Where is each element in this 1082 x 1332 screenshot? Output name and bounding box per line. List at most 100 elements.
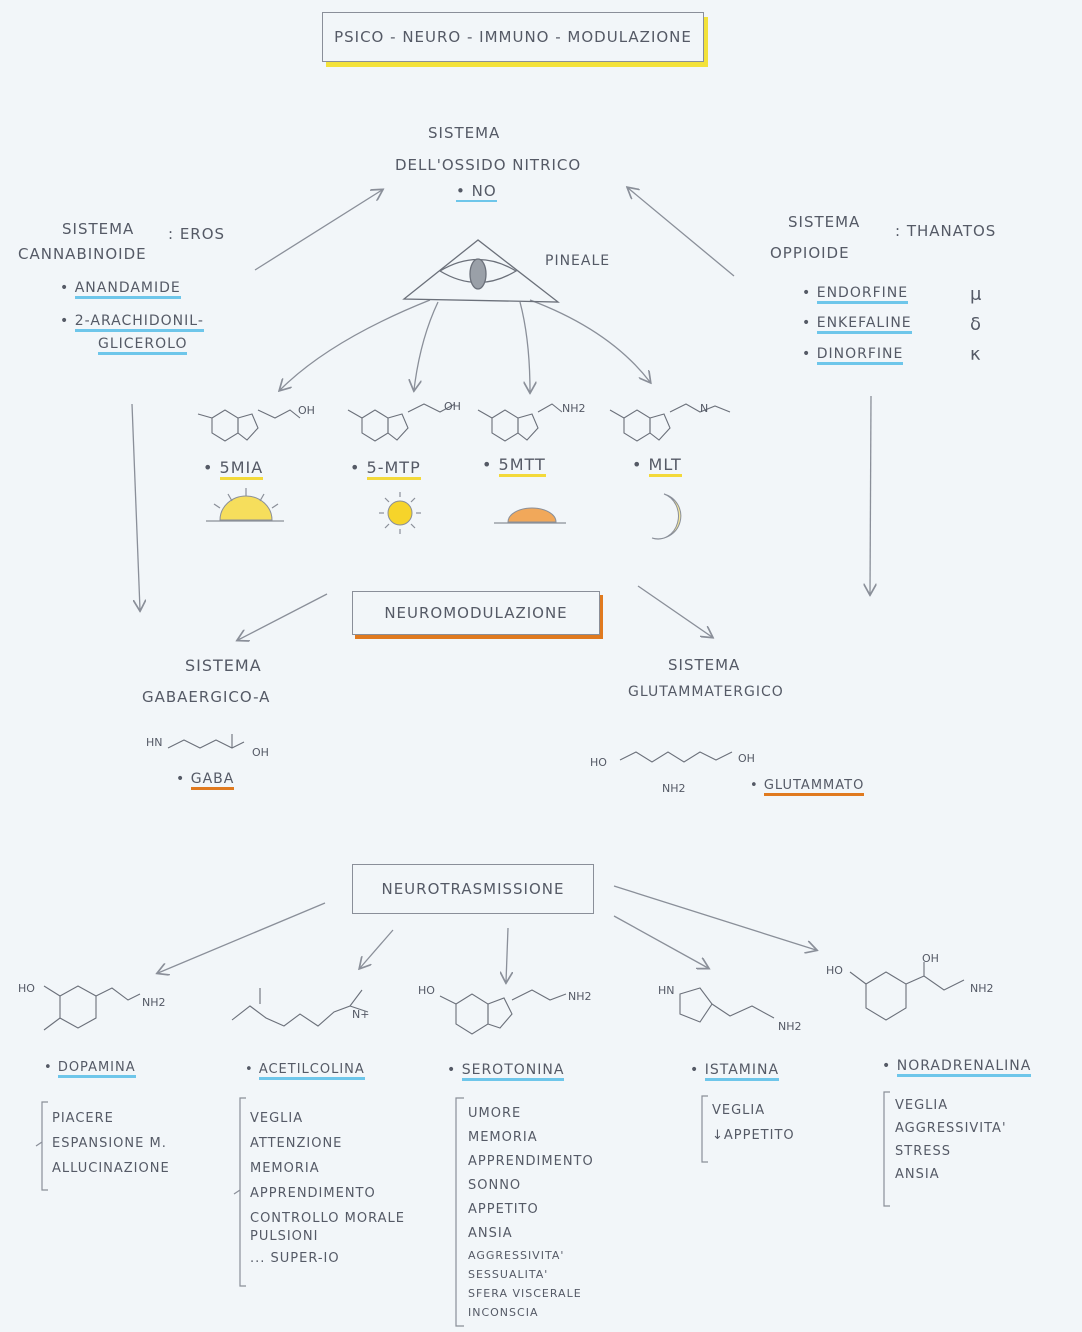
effect-item: VEGLIA xyxy=(895,1098,949,1113)
mol-ho-dopa: HO xyxy=(18,982,35,995)
dinorfine-label: DINORFINE xyxy=(816,346,904,365)
mol-ho-glut: HO xyxy=(590,756,607,769)
istamina-bracket xyxy=(701,1095,708,1163)
mol-nh2-glut: NH2 xyxy=(662,782,686,795)
endorfine-label: ENDORFINE xyxy=(816,285,909,304)
opioid-tag: : THANATOS xyxy=(895,222,997,240)
effect-item: AGGRESSIVITA' xyxy=(468,1249,565,1262)
mol-nplus-ach: N+ xyxy=(352,1008,369,1021)
mol-hn-gaba: HN xyxy=(146,736,163,749)
effect-item: ALLUCINAZIONE xyxy=(52,1161,170,1176)
arrow-neuromod-glut xyxy=(637,585,712,637)
glutammato-structure xyxy=(619,751,733,763)
indole-5mtp-label: 5-MTP xyxy=(366,458,421,480)
noradrenalina-structure xyxy=(849,962,965,1021)
kappa-symbol: κ xyxy=(970,344,982,365)
arrow-pineal-5mtp xyxy=(414,301,439,390)
neurotrasmissione-box: NEUROTRASMISSIONE xyxy=(352,864,594,914)
glut-system-line1: SISTEMA xyxy=(668,656,741,674)
effect-item: PULSIONI xyxy=(250,1229,319,1244)
glut-system-line2: GLUTAMMATERGICO xyxy=(628,684,784,700)
enkefaline-label: ENKEFALINE xyxy=(816,315,912,334)
mol-oh-2: OH xyxy=(444,400,461,413)
noradrenalina-bracket xyxy=(883,1091,890,1207)
acetilcolina-effects: VEGLIA ATTENZIONE MEMORIA APPRENDIMENTO … xyxy=(250,1106,405,1271)
arrow-cannabinoid-no xyxy=(254,190,382,271)
neuromodulazione-box: NEUROMODULAZIONE xyxy=(352,591,600,635)
effect-item: ... SUPER-IO xyxy=(250,1251,340,1266)
effect-item: MEMORIA xyxy=(468,1130,538,1145)
istamina-structure xyxy=(679,987,775,1023)
arrow-opioid-no xyxy=(628,188,735,277)
effect-item: INCONSCIA xyxy=(468,1306,539,1319)
arachidonil-label: 2-ARACHIDONIL- xyxy=(74,313,204,332)
mol-nh2-dopa: NH2 xyxy=(142,996,166,1009)
no-system-line2: DELL'OSSIDO NITRICO xyxy=(395,156,582,174)
istamina-effects: VEGLIA ↓APPETITO xyxy=(712,1098,795,1148)
effect-item: APPRENDIMENTO xyxy=(250,1186,376,1201)
mol-oh-glut: OH xyxy=(738,752,755,765)
effect-item: ANSIA xyxy=(468,1226,513,1241)
gaba-system-line1: SISTEMA xyxy=(185,656,262,675)
indole-5mtt-structure xyxy=(477,403,563,442)
effect-item: CONTROLLO MORALE xyxy=(250,1211,405,1226)
effect-item: UMORE xyxy=(468,1106,522,1121)
arrow-neuromod-gaba xyxy=(238,593,328,640)
effect-item: SONNO xyxy=(468,1178,522,1193)
arrow-nt-istamina xyxy=(613,915,708,968)
mol-nh2-5ht: NH2 xyxy=(568,990,592,1003)
acetilcolina-bracket xyxy=(233,1097,246,1287)
indole-5mia-structure xyxy=(197,409,301,442)
delta-symbol: δ xyxy=(970,314,983,335)
mol-nh2-1: NH2 xyxy=(562,402,586,415)
arrow-pineal-5mtt xyxy=(519,301,530,392)
effect-item: SESSUALITA' xyxy=(468,1268,549,1281)
glutammato-label: GLUTAMMATO xyxy=(763,778,865,796)
dopamina-bracket xyxy=(35,1101,48,1191)
effect-item: ANSIA xyxy=(895,1167,940,1182)
effect-item: VEGLIA xyxy=(712,1103,766,1118)
mol-nh2-his: NH2 xyxy=(778,1020,802,1033)
no-item: NO xyxy=(456,182,497,202)
mol-hn-his: HN xyxy=(658,984,675,997)
acetilcolina-structure xyxy=(231,988,369,1027)
arrow-nt-acetilcolina xyxy=(360,929,394,968)
arrow-pineal-mlt xyxy=(529,299,650,382)
effect-item: ↓APPETITO xyxy=(712,1128,795,1143)
page-title: PSICO - NEURO - IMMUNO - MODULAZIONE xyxy=(322,12,704,62)
effect-item: MEMORIA xyxy=(250,1161,320,1176)
cannabinoid-line1: SISTEMA xyxy=(62,220,135,238)
dopamina-structure xyxy=(43,985,141,1031)
mol-ho-5ht: HO xyxy=(418,984,435,997)
acetilcolina-label: ACETILCOLINA xyxy=(258,1062,365,1080)
mol-oh-1: OH xyxy=(298,404,315,417)
indole-5mia-label: 5MIA xyxy=(219,458,264,480)
no-system-line1: SISTEMA xyxy=(428,124,501,142)
effect-item: ESPANSIONE M. xyxy=(52,1136,167,1151)
effect-item: ATTENZIONE xyxy=(250,1136,343,1151)
serotonina-effects: UMORE MEMORIA APPRENDIMENTO SONNO APPETI… xyxy=(468,1102,594,1322)
anandamide-label: ANANDAMIDE xyxy=(74,280,181,299)
noradrenalina-label: NORADRENALINA xyxy=(896,1058,1032,1077)
sunset-icon xyxy=(494,507,566,524)
serotonina-bracket xyxy=(455,1097,464,1327)
gaba-system-line2: GABAERGICO-A xyxy=(142,688,271,706)
glicerolo-label: GLICEROLO xyxy=(98,336,188,355)
indole-mlt-label: MLT xyxy=(648,455,682,477)
mu-symbol: μ xyxy=(970,284,983,305)
effect-item: AGGRESSIVITA' xyxy=(895,1121,1007,1136)
dopamina-label: DOPAMINA xyxy=(57,1060,136,1078)
dopamina-effects: PIACERE ESPANSIONE M. ALLUCINAZIONE xyxy=(52,1106,170,1181)
arrow-nt-dopamina xyxy=(158,902,326,973)
indole-mlt-structure xyxy=(609,403,731,442)
cannabinoid-line2: CANNABINOIDE xyxy=(18,245,147,263)
mol-oh-nor: OH xyxy=(922,952,939,965)
mol-nh2-nor: NH2 xyxy=(970,982,994,995)
mol-ho-nor: HO xyxy=(826,964,843,977)
gaba-structure xyxy=(167,739,245,749)
arrow-pineal-5mia xyxy=(280,299,431,390)
effect-item: VEGLIA xyxy=(250,1111,304,1126)
sun-icon xyxy=(379,492,421,534)
cannabinoid-tag: : EROS xyxy=(168,225,226,243)
